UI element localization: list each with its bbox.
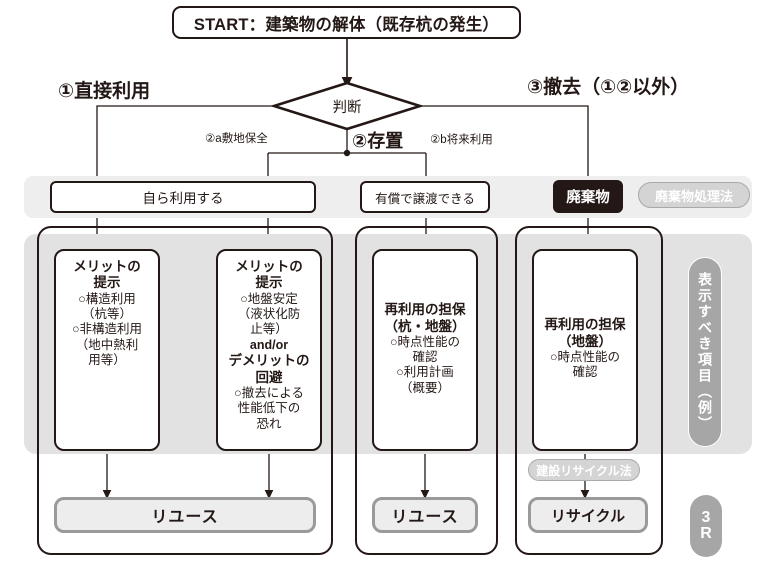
detail-line: ○時点性能の — [549, 350, 621, 365]
detail-line: 確認 — [572, 365, 598, 380]
detail-line: 再利用の担保 — [544, 317, 626, 333]
detail-line: 回避 — [255, 369, 283, 385]
pill-three-r: 3 R — [690, 495, 722, 557]
detail-box-reuse-guarantee-pile-ground: 再利用の担保（杭・地盤）○時点性能の確認○利用計画（概要） — [372, 249, 478, 451]
detail-line: 性能低下の — [237, 401, 301, 416]
detail-line: 提示 — [93, 275, 121, 291]
detail-box-reuse-guarantee-ground: 再利用の担保（地盤）○時点性能の確認 — [532, 249, 638, 451]
box-waste: 廃棄物 — [553, 180, 623, 213]
detail-line: （杭等） — [81, 307, 132, 322]
detail-line: （地中熱利 — [75, 337, 139, 352]
detail-line: メリットの — [73, 259, 141, 274]
detail-line: 提示 — [255, 275, 283, 291]
detail-line: and/or — [249, 337, 289, 352]
detail-line: 用等） — [88, 352, 126, 367]
detail-line: 確認 — [412, 350, 438, 365]
detail-line: 恐れ — [256, 416, 282, 431]
detail-line: 止等） — [250, 322, 288, 337]
result-reuse-mid: リユース — [372, 497, 478, 533]
decision-label: 判断 — [332, 99, 362, 116]
detail-line: （杭・地盤） — [384, 318, 466, 334]
pill-display-items: 表示すべき項目（例） — [688, 257, 722, 447]
detail-line: デメリットの — [228, 353, 310, 369]
detail-line: メリットの — [235, 259, 303, 274]
detail-line: （地盤） — [558, 333, 612, 349]
store-junction-dot — [343, 149, 351, 157]
three-r-top: 3 — [701, 509, 711, 526]
detail-line: ○利用計画 — [396, 365, 454, 380]
result-recycle: リサイクル — [528, 497, 648, 533]
pill-construction-recycle-law: 建設リサイクル法 — [528, 459, 640, 481]
detail-line: ○非構造利用 — [71, 322, 143, 337]
detail-line: 再利用の担保 — [384, 302, 466, 318]
result-reuse-left: リユース — [54, 497, 316, 533]
detail-line: （液状化防 — [237, 307, 301, 322]
branch-label-store-a: ②a敷地保全 — [205, 133, 268, 145]
detail-line: （概要） — [399, 380, 450, 395]
start-node: START：建築物の解体（既存杭の発生） — [172, 6, 521, 39]
branch-label-direct-use: ①直接利用 — [58, 81, 151, 102]
three-r-bottom: R — [700, 525, 712, 542]
column-frame-waste — [515, 226, 663, 555]
detail-line: ○地盤安定 — [240, 291, 298, 306]
detail-box-merit-structural: メリットの提示○構造利用（杭等）○非構造利用（地中熱利用等） — [54, 249, 160, 451]
pill-waste-management-law: 廃棄物処理法 — [638, 182, 750, 208]
detail-line: ○構造利用 — [78, 291, 136, 306]
box-self-use: 自ら利用する — [50, 181, 316, 213]
branch-label-store-b: ②b将来利用 — [430, 134, 493, 146]
branch-label-store: ②存置 — [352, 131, 404, 151]
detail-line: ○撤去による — [234, 386, 304, 400]
branch-label-removal: ③撤去（①②以外） — [527, 77, 690, 98]
column-frame-self-use — [37, 226, 333, 555]
box-paid-transfer: 有償で譲渡できる — [360, 181, 490, 213]
detail-line: ○時点性能の — [389, 334, 461, 349]
